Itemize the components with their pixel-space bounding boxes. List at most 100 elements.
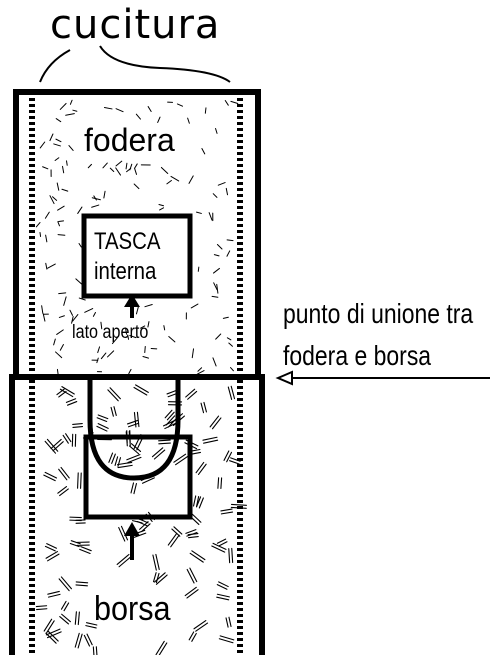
bag-texture-mark xyxy=(56,388,65,396)
lining-texture-mark xyxy=(158,204,165,207)
lining-texture-mark xyxy=(125,327,128,335)
bag-texture-mark xyxy=(193,495,197,507)
bag-texture-mark xyxy=(46,543,58,549)
bag-texture-mark xyxy=(126,454,141,461)
lining-texture-mark xyxy=(212,193,218,198)
lining-texture-mark xyxy=(144,303,153,308)
lining-texture-mark xyxy=(45,234,48,243)
lining-texture-mark xyxy=(215,333,222,340)
lining-texture-mark xyxy=(176,103,184,107)
lining-texture-mark xyxy=(197,266,200,272)
bag-texture-mark xyxy=(198,497,204,509)
bag-texture-mark xyxy=(203,439,219,444)
bag-texture-mark xyxy=(133,483,137,495)
lining-texture-mark xyxy=(230,367,234,372)
bag-texture-mark xyxy=(218,638,234,644)
bag-texture-mark xyxy=(153,449,166,460)
lining-texture-mark xyxy=(61,188,69,192)
bag-texture-mark xyxy=(60,600,67,610)
lining-texture-mark xyxy=(230,100,239,105)
lining-texture xyxy=(35,99,239,379)
bag-texture-mark xyxy=(59,616,70,625)
lining-texture-mark xyxy=(66,160,68,166)
bag-texture-mark xyxy=(155,574,168,585)
lining-texture-mark xyxy=(168,336,176,343)
bag-texture-mark xyxy=(184,586,197,597)
lining-texture-mark xyxy=(41,305,44,314)
bag-texture-mark xyxy=(191,550,206,561)
bag-texture-mark xyxy=(158,642,168,655)
lining-texture-mark xyxy=(228,342,233,347)
bag-texture-mark xyxy=(212,542,227,550)
lining-texture-mark xyxy=(49,133,54,142)
bag-texture-mark xyxy=(127,456,142,464)
bag-texture-mark xyxy=(151,447,164,458)
lining-texture-mark xyxy=(128,368,132,375)
bag-texture-mark xyxy=(126,419,139,425)
bag-texture-mark xyxy=(79,548,91,555)
bag-texture-mark xyxy=(45,632,57,644)
lining-texture-mark xyxy=(93,195,97,201)
bag-texture-mark xyxy=(111,453,116,464)
lining-texture-mark xyxy=(191,348,195,359)
bag-texture-mark xyxy=(96,425,108,432)
bag-texture-mark xyxy=(216,596,230,601)
lining-texture-mark xyxy=(87,163,92,169)
inner-pocket xyxy=(81,213,193,299)
bag-texture-mark xyxy=(44,545,56,552)
bag-texture-mark xyxy=(186,531,198,537)
lining-label: fodera xyxy=(84,122,175,158)
lining-texture-mark xyxy=(57,234,66,236)
lining-texture-mark xyxy=(55,138,62,143)
lining-texture-mark xyxy=(147,106,152,112)
bag-texture-mark xyxy=(45,628,61,636)
open-side-label: lato aperto xyxy=(72,322,149,343)
lining-texture-mark xyxy=(135,113,141,120)
bag-texture-mark xyxy=(202,436,218,441)
bag-texture-mark xyxy=(97,423,109,429)
bag-texture-mark xyxy=(218,581,229,588)
lining-texture-mark xyxy=(133,183,140,190)
lining-texture-mark xyxy=(140,325,146,329)
bag-texture-mark xyxy=(77,611,80,626)
lining-texture-mark xyxy=(204,107,207,114)
lining-texture-mark xyxy=(62,165,65,174)
bag-texture-mark xyxy=(75,581,89,584)
bag-texture-mark xyxy=(114,456,119,466)
bag-texture-mark xyxy=(118,556,132,568)
bag-texture-mark xyxy=(189,567,198,583)
bag-texture-mark xyxy=(158,442,171,445)
bag-texture-mark xyxy=(152,572,157,583)
bag-texture-mark xyxy=(191,632,197,642)
lining-texture-mark xyxy=(213,282,218,291)
lining-texture-mark xyxy=(97,346,101,354)
lining-texture-mark xyxy=(84,308,94,313)
bag-texture-mark xyxy=(75,584,88,587)
bag-texture-mark xyxy=(228,616,232,628)
bag-texture-mark xyxy=(173,526,183,535)
lining-texture-mark xyxy=(134,163,138,169)
bag-texture-mark xyxy=(108,452,114,463)
lining-texture-mark xyxy=(166,179,172,185)
lining-texture-mark xyxy=(92,312,96,317)
bag-texture-mark xyxy=(133,532,147,538)
bag-texture-mark xyxy=(175,456,188,466)
u-stitch xyxy=(87,378,181,481)
join-point-label-line1: punto di unione tra xyxy=(283,298,474,329)
lining-texture-mark xyxy=(134,167,138,175)
lining-texture-mark xyxy=(96,357,99,364)
lining-texture-mark xyxy=(100,352,107,360)
bag-texture-mark xyxy=(117,461,133,466)
bag-texture-mark xyxy=(186,568,195,584)
bag-texture-mark xyxy=(66,401,78,406)
bag-texture-mark xyxy=(61,386,75,395)
bag-texture-mark xyxy=(77,633,83,649)
bag-texture-mark xyxy=(220,511,234,515)
lining-texture-mark xyxy=(109,167,115,173)
lining-texture-mark xyxy=(163,325,166,331)
lining-texture-mark xyxy=(59,102,67,110)
bag-texture-mark xyxy=(155,553,160,571)
bag-texture-mark xyxy=(155,640,165,655)
lining-texture-mark xyxy=(45,262,48,270)
lining-texture-mark xyxy=(211,295,219,298)
